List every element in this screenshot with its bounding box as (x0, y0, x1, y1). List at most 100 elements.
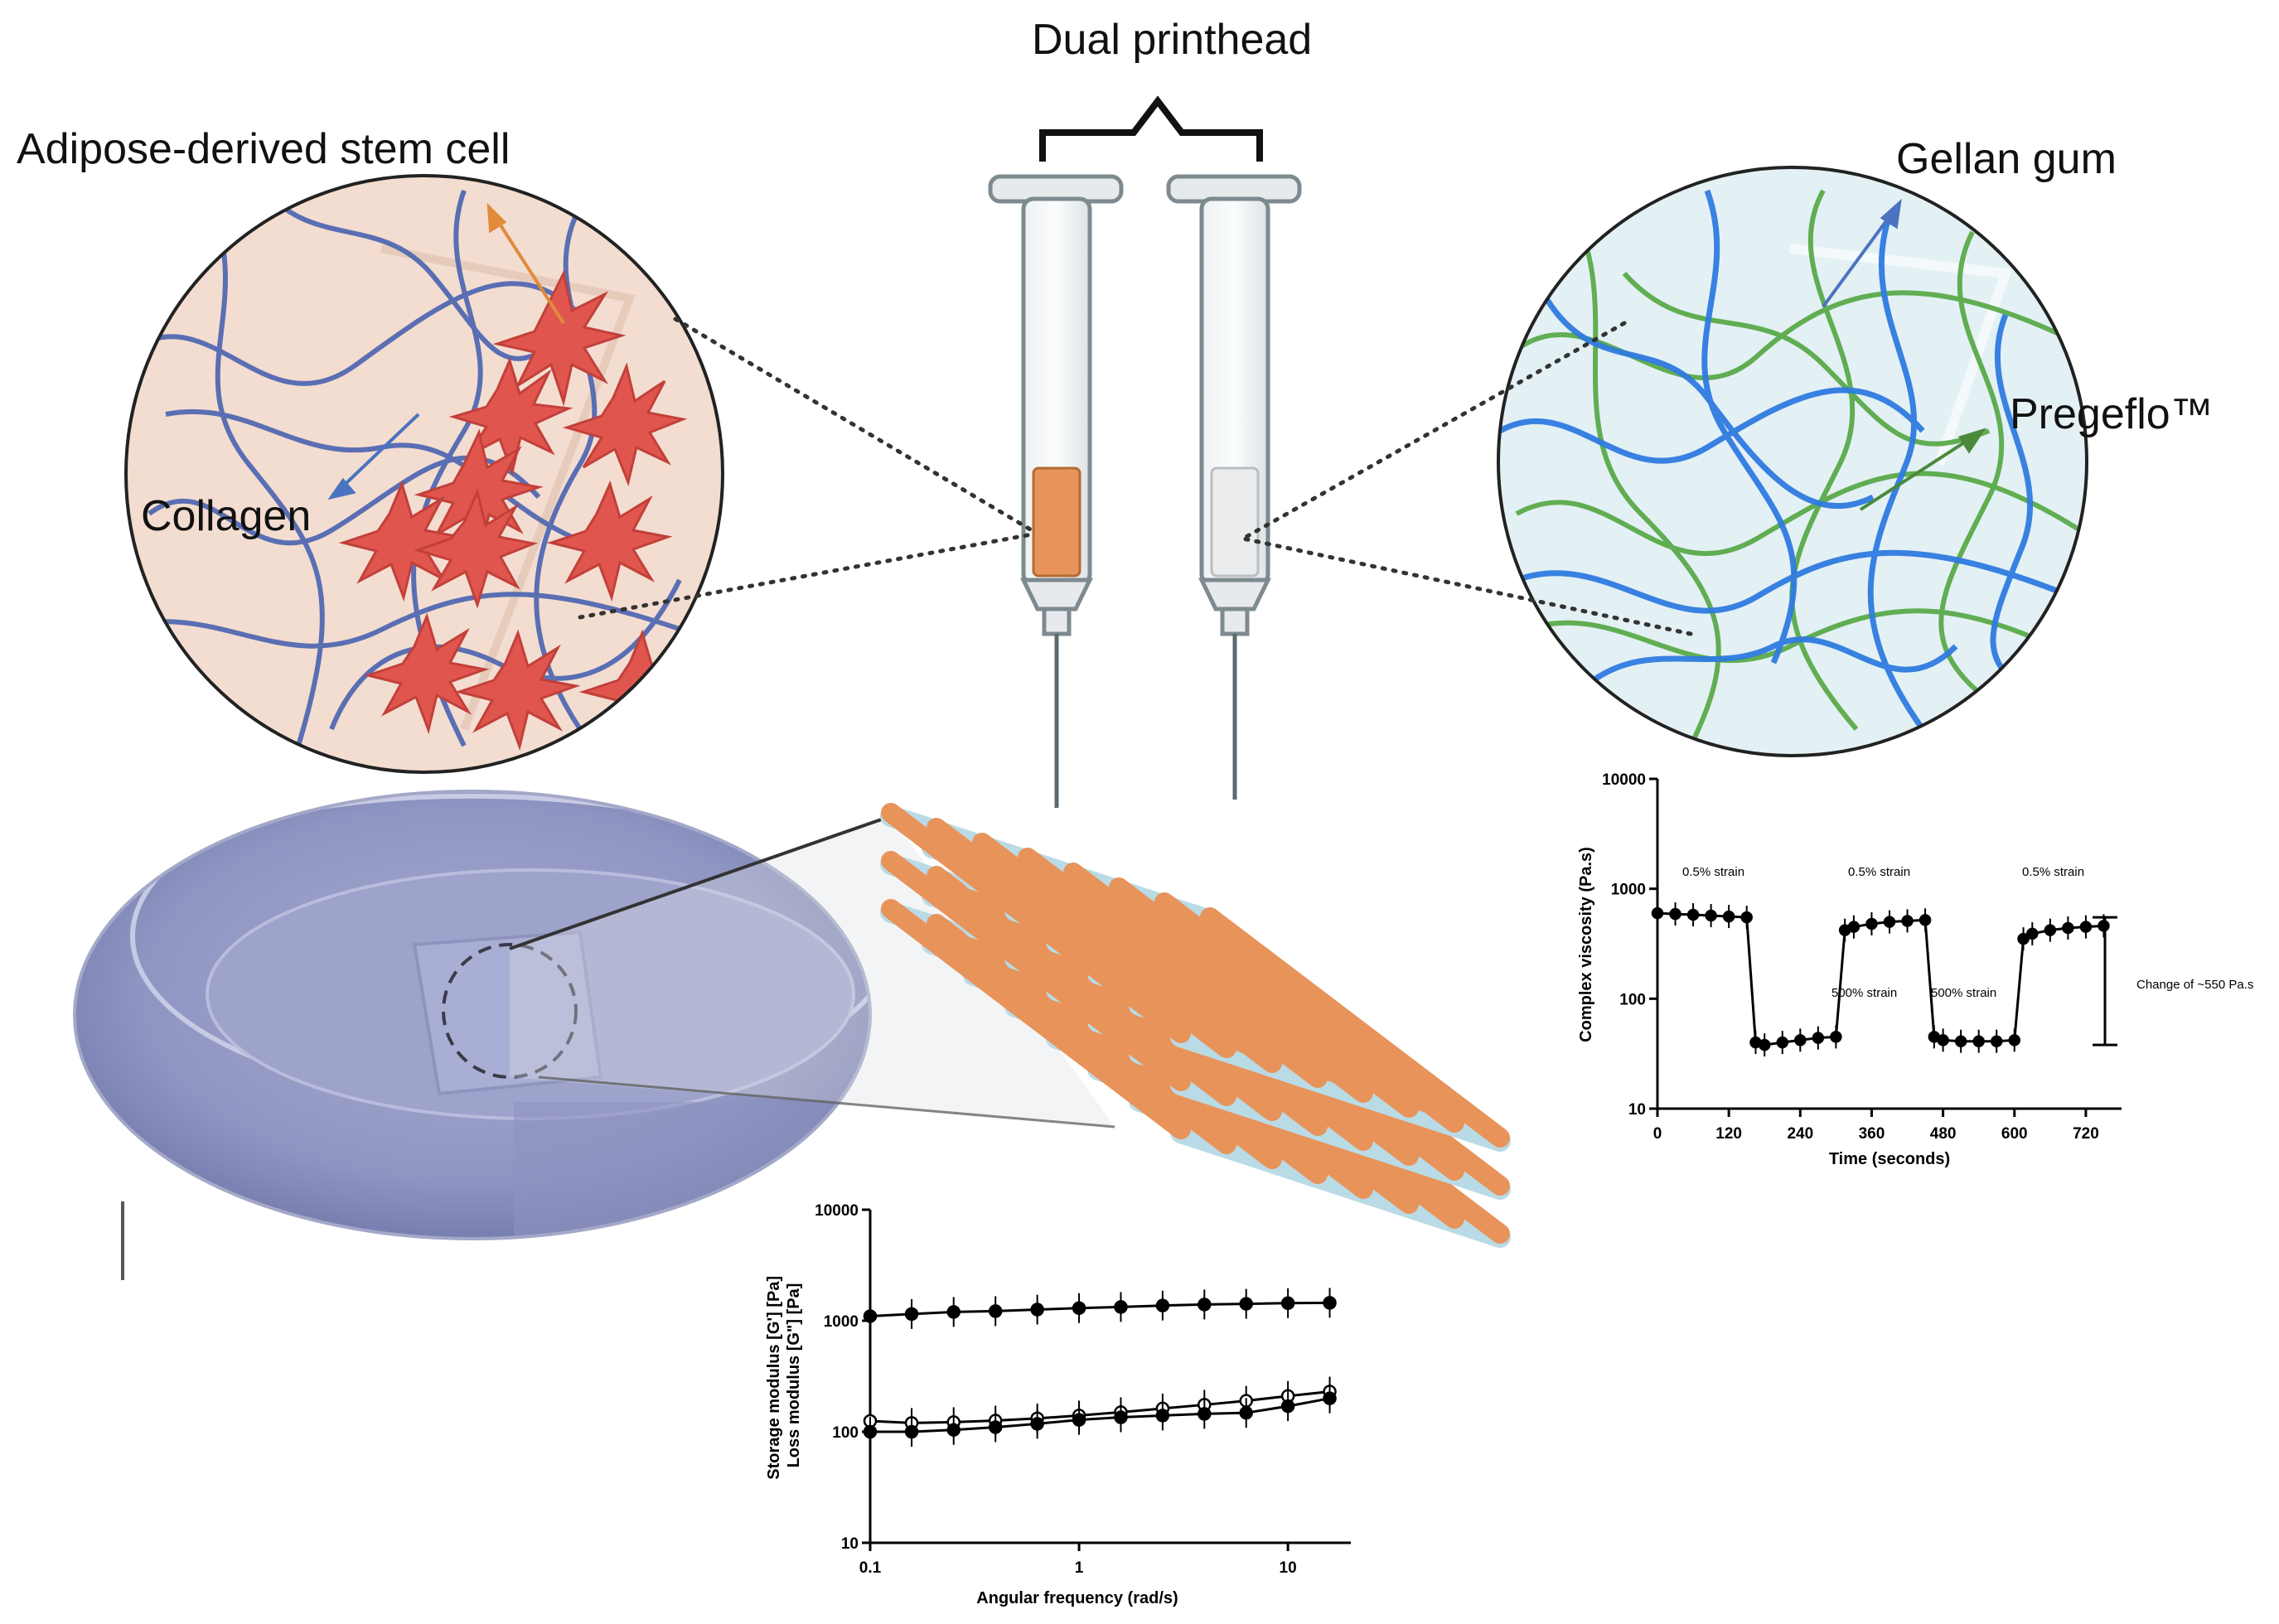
scaffold-pore (1223, 946, 1275, 974)
data-point (1280, 1296, 1295, 1311)
y-axis-label: Storage modulus [G'] [Pa] Loss modulus [… (765, 1271, 803, 1479)
scaffold-strand (927, 914, 1236, 1154)
scaffold-strand (1109, 877, 1419, 1118)
scaffold-pore (954, 840, 1006, 868)
data-point (2062, 921, 2074, 935)
scaffold-pore (1115, 983, 1168, 1011)
x-tick-label: 480 (1930, 1125, 1957, 1143)
data-point (1072, 1301, 1086, 1315)
change-annotation: Change of ~550 Pa.s (2136, 978, 2253, 992)
x-tick-label: 1 (1075, 1559, 1084, 1577)
data-point (946, 1305, 960, 1319)
scaffold-pore (1128, 933, 1180, 961)
scaffold-pore (1045, 870, 1097, 898)
x-axis-label: Angular frequency (rad/s) (976, 1589, 1178, 1607)
strain-annotation: 0.5% strain (1848, 865, 1910, 879)
data-point (904, 1424, 919, 1439)
data-point (2008, 1034, 2021, 1046)
scaffold-pore (950, 857, 1002, 885)
scaffold-pore (1207, 1013, 1259, 1041)
collagen-label: Collagen (141, 492, 312, 540)
data-point (1155, 1298, 1170, 1312)
y-tick-label: 1000 (824, 1313, 859, 1331)
data-point (1937, 1034, 1949, 1046)
data-point (1972, 1035, 1985, 1047)
scaffold-strand (972, 833, 1282, 1073)
scaffold-pore (1202, 1029, 1255, 1057)
scaffold-strand (1154, 892, 1464, 1133)
data-point (1323, 1391, 1337, 1405)
series-line (869, 1301, 1330, 1317)
x-tick-label: 10 (1280, 1559, 1297, 1577)
data-point (1990, 1035, 2003, 1047)
scaffold-pore (1294, 1059, 1346, 1087)
x-tick-label: 600 (2001, 1125, 2028, 1143)
data-point (1239, 1297, 1253, 1311)
data-point (2017, 932, 2030, 945)
data-point (1072, 1413, 1086, 1427)
strain-annotation: 0.5% strain (2022, 865, 2084, 879)
data-point (1954, 1035, 1967, 1047)
data-point (1776, 1036, 1789, 1049)
label-arrows (327, 198, 1986, 511)
scaffold-pore (1124, 950, 1176, 978)
y-tick-label: 1000 (1611, 882, 1646, 899)
strain-annotation: 0.5% strain (1682, 865, 1744, 879)
y-tick-label: 10 (841, 1535, 859, 1553)
data-point (1114, 1410, 1128, 1424)
x-tick-label: 0 (1653, 1125, 1662, 1143)
data-point (1758, 1038, 1771, 1051)
scaffold-strand (881, 851, 1191, 1091)
data-point (1669, 907, 1681, 921)
gellan-gum-label: Gellan gum (1896, 135, 2117, 183)
y-axis-label-line-2: Loss modulus [G"] [Pa] (785, 1283, 803, 1468)
data-point (1239, 1405, 1253, 1420)
data-point (1847, 921, 1860, 933)
data-point (1280, 1399, 1295, 1414)
data-point (1030, 1417, 1044, 1431)
data-point (988, 1420, 1003, 1434)
y-axis-label: Complex viscosity (Pa.s) (1577, 847, 1595, 1042)
y-tick-label: 10 (1628, 1101, 1646, 1119)
x-tick-label: 120 (1715, 1125, 1742, 1143)
data-point (1114, 1300, 1128, 1314)
dual-printhead-label: Dual printhead (1032, 16, 1313, 64)
scaffold-pore (1136, 900, 1188, 928)
x-tick-label: 720 (2073, 1125, 2099, 1143)
x-axis-label: Time (seconds) (1829, 1150, 1950, 1168)
scaffold-pore (1132, 916, 1184, 945)
data-point (2044, 924, 2057, 936)
syringe-right (1166, 174, 1302, 800)
data-point (863, 1309, 878, 1323)
series-line (869, 1390, 1330, 1424)
data-point (1155, 1409, 1170, 1423)
y-axis-label-line-1: Storage modulus [G'] [Pa] (765, 1276, 783, 1480)
data-point (1030, 1303, 1044, 1317)
data-point (1865, 917, 1878, 930)
data-point (1883, 916, 1896, 928)
data-point (1919, 914, 1932, 926)
data-point (2026, 927, 2039, 940)
data-point (2098, 920, 2110, 932)
data-point (2079, 921, 2093, 933)
syringe-left (988, 174, 1124, 808)
pregeflo-label: Pregeflo™ (2010, 390, 2214, 438)
data-point (1705, 909, 1717, 922)
data-point (988, 1304, 1003, 1318)
scaffold-strand (881, 899, 1191, 1139)
gellan-pregeflo-circle (1497, 166, 2088, 757)
scaffold-pore (1389, 1072, 1441, 1100)
scaffold-strand (927, 866, 1236, 1106)
scaffold-strand (1063, 863, 1373, 1103)
scaffold-pore (1306, 1009, 1358, 1037)
data-point (1651, 906, 1664, 920)
orange-bioink-fill (1032, 466, 1081, 578)
collagen-cell-circle (124, 174, 724, 774)
data-point (1901, 915, 1914, 927)
data-point (946, 1423, 960, 1437)
printhead-bracket (1039, 95, 1263, 162)
scaffold-pore (1385, 1089, 1437, 1117)
data-point (1794, 1034, 1807, 1046)
